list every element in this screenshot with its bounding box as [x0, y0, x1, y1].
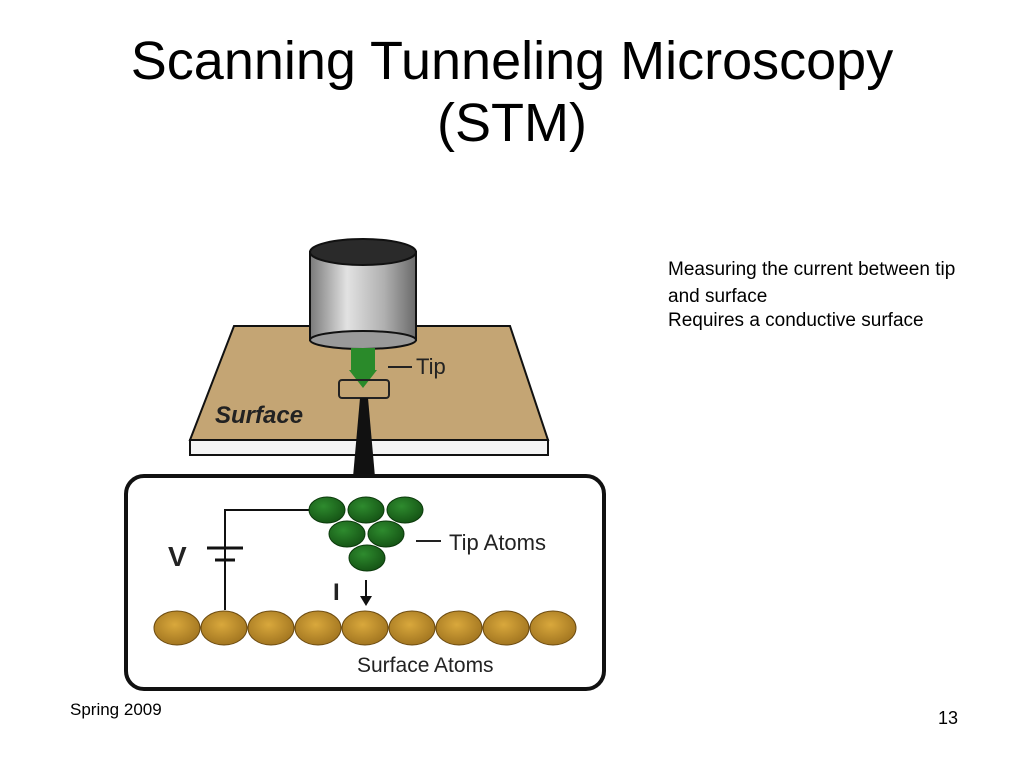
tip-atoms-label: Tip Atoms — [449, 530, 546, 555]
bullet-item-1: Measuring the current between tip and su… — [668, 259, 956, 307]
surface-atoms — [153, 610, 577, 646]
scanner-cylinder — [309, 238, 417, 350]
slide-title: Scanning Tunneling Microscopy (STM) — [0, 30, 1024, 154]
footer-date: Spring 2009 — [70, 700, 162, 719]
current-label: I — [333, 579, 340, 606]
page-number: 13 — [938, 708, 959, 728]
title-line-2: (STM) — [437, 93, 587, 153]
bullet-item-2: Requires a conductive surface — [668, 310, 924, 331]
bullet-list: Measuring the current between tip and su… — [668, 256, 968, 331]
tip-atoms — [308, 496, 424, 572]
circuit-wire — [224, 509, 320, 610]
surface-label: Surface — [215, 402, 303, 429]
title-line-1: Scanning Tunneling Microscopy — [130, 31, 894, 91]
tip-label: Tip — [416, 354, 446, 379]
zoom-connector — [353, 398, 375, 477]
surface-atoms-label: Surface Atoms — [357, 654, 494, 677]
voltage-label: V — [168, 541, 187, 572]
